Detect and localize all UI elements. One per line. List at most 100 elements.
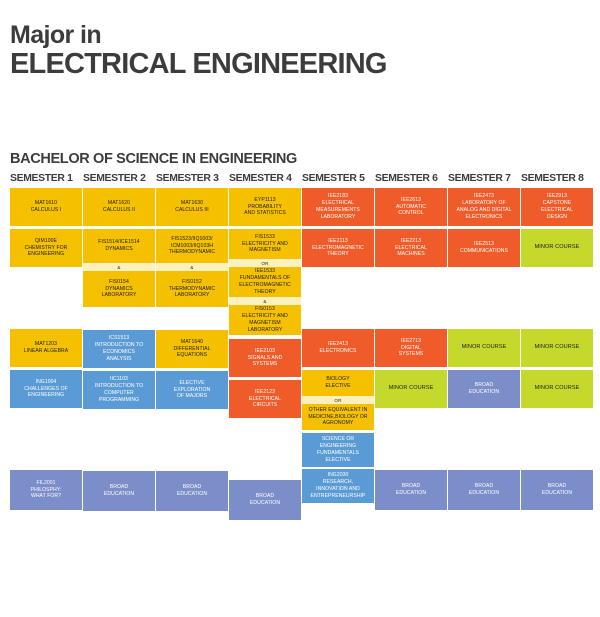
band-spacer [229, 438, 301, 477]
semester-header-7: SEMESTER 7 [448, 173, 511, 184]
band-spacer [521, 287, 593, 326]
band-spacer [10, 408, 82, 428]
operator-or: OR [302, 396, 374, 404]
band-spacer [521, 408, 593, 428]
semester-header-1: SEMESTER 1 [10, 173, 73, 184]
band-spacer [229, 418, 301, 438]
band-spacer [10, 287, 82, 326]
header-line-1: Major in [10, 21, 102, 49]
operator-and: & [229, 297, 301, 305]
band-spacer [521, 267, 593, 287]
band-spacer [375, 267, 447, 287]
band-spacer [156, 409, 228, 429]
band-spacer [156, 429, 228, 468]
band-spacer [448, 408, 520, 428]
semester-header-4: SEMESTER 4 [229, 173, 292, 184]
band-spacer [448, 267, 520, 287]
semester-header-3: SEMESTER 3 [156, 173, 219, 184]
course-box[interactable]: MINOR COURSE [521, 229, 593, 267]
band-spacer [10, 267, 82, 287]
semester-header-2: SEMESTER 2 [83, 173, 146, 184]
band-spacer [302, 267, 374, 287]
band-spacer [375, 408, 447, 428]
band-spacer [10, 428, 82, 467]
band-spacer [521, 428, 593, 467]
page-title: ELECTRICAL ENGINEERING [10, 48, 387, 80]
band-spacer [156, 307, 228, 327]
semester-header-row: SEMESTER 1 SEMESTER 2 SEMESTER 3 SEMESTE… [10, 173, 594, 184]
page-header: Major in ELECTRICAL ENGINEERING [10, 22, 570, 80]
course-box[interactable]: MINOR COURSE [375, 370, 447, 408]
course-box[interactable]: MINOR COURSE [521, 329, 593, 367]
operator-or: OR [229, 259, 301, 267]
band-spacer [448, 428, 520, 467]
course-box[interactable]: MINOR COURSE [521, 370, 593, 408]
band-spacer [448, 287, 520, 326]
band-spacer [83, 409, 155, 429]
semester-header-5: SEMESTER 5 [302, 173, 365, 184]
semester-header-8: SEMESTER 8 [521, 173, 584, 184]
operator-and: & [83, 263, 155, 271]
band-spacer [83, 307, 155, 327]
band-spacer [83, 429, 155, 468]
degree-title: BACHELOR OF SCIENCE IN ENGINEERING [10, 151, 297, 167]
curriculum-grid: SEMESTER 1 SEMESTER 2 SEMESTER 3 SEMESTE… [10, 173, 594, 520]
operator-and: & [156, 263, 228, 271]
course-box[interactable]: MINOR COURSE [448, 329, 520, 367]
